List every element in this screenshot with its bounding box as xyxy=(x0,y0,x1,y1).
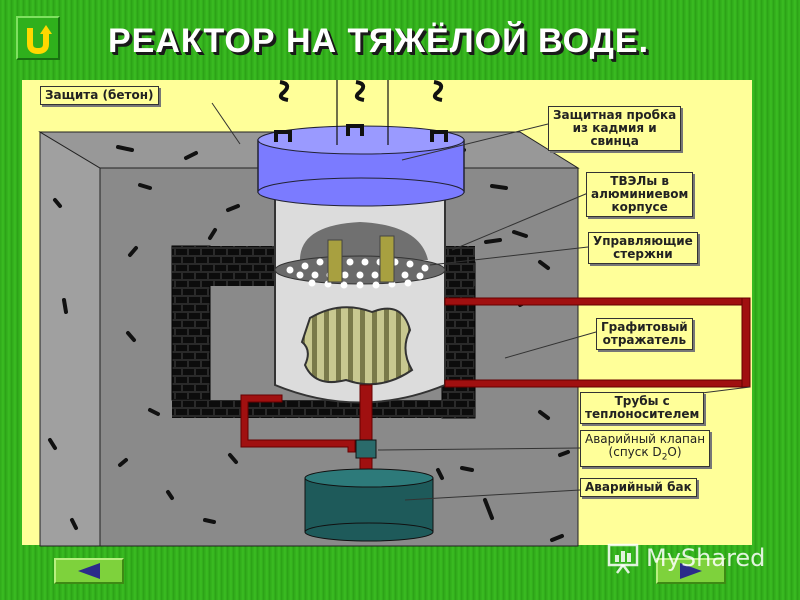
right-triangle-icon xyxy=(680,563,702,579)
watermark: MyShared xyxy=(606,538,765,578)
emergency-valve xyxy=(355,439,377,459)
label-emergency-tank: Аварийный бак xyxy=(580,478,697,497)
label-emergency-valve: Аварийный клапан (спуск D2O) xyxy=(580,430,711,468)
next-slide-button[interactable] xyxy=(656,558,726,584)
leader-lines xyxy=(211,102,751,501)
reactor-vessel xyxy=(274,149,446,404)
return-button[interactable] xyxy=(16,16,60,60)
watermark-text: MyShared xyxy=(646,544,766,572)
left-triangle-icon xyxy=(78,563,100,579)
label-coolant-pipes: Трубы с теплоносителем xyxy=(580,392,705,424)
u-turn-arrow-icon xyxy=(27,25,52,55)
presentation-board-icon xyxy=(607,543,639,574)
label-plug: Защитная пробка из кадмия и свинца xyxy=(548,106,682,151)
label-protection: Защита (бетон) xyxy=(40,86,159,105)
label-control-rods: Управляющие стержни xyxy=(588,232,698,264)
coolant-pipes xyxy=(240,297,751,453)
label-graphite-reflector: Графитовый отражатель xyxy=(596,318,693,350)
prev-slide-button[interactable] xyxy=(54,558,124,584)
suspension-hooks xyxy=(278,80,444,145)
label-emergency-valve-line2: (спуск D2O) xyxy=(608,445,682,463)
protective-plug xyxy=(257,124,465,207)
slide-title: РЕАКТОР НА ТЯЖЁЛОЙ ВОДЕ. xyxy=(108,22,650,60)
emergency-tank xyxy=(304,468,434,542)
label-fuel-elements: ТВЭЛы в алюминиевом корпусе xyxy=(586,172,694,217)
